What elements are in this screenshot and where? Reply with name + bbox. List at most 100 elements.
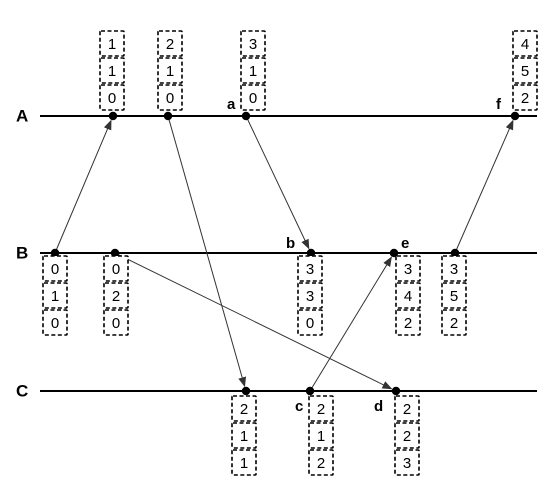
clock-cell bbox=[308, 449, 334, 476]
clock-value: 1 bbox=[166, 63, 174, 80]
clock-cell bbox=[512, 57, 538, 84]
clock-value: 3 bbox=[450, 261, 458, 278]
event-dot-b1 bbox=[50, 248, 60, 258]
clock-cell bbox=[99, 57, 125, 84]
vector-clock-c3: 2 2 3 bbox=[394, 395, 420, 476]
event-dot-c1 bbox=[241, 386, 251, 396]
event-dot-b2 bbox=[110, 248, 120, 258]
clock-value: 2 bbox=[317, 401, 325, 418]
event-dot-a1 bbox=[108, 111, 118, 121]
clock-cell bbox=[157, 57, 183, 84]
clock-value: 3 bbox=[249, 36, 257, 53]
clock-value: 1 bbox=[51, 288, 59, 305]
clock-value: 3 bbox=[306, 261, 314, 278]
clock-cell bbox=[512, 30, 538, 57]
clock-cell bbox=[240, 57, 266, 84]
vector-clock-a4: 4 5 2 bbox=[512, 30, 538, 111]
clock-cell bbox=[394, 422, 420, 449]
clock-cell bbox=[441, 282, 467, 309]
clock-value: 4 bbox=[404, 288, 412, 305]
clock-cell bbox=[297, 282, 323, 309]
clock-cell bbox=[394, 395, 420, 422]
message-arrow-a2-to-c1 bbox=[167, 115, 247, 388]
clock-cell bbox=[394, 449, 420, 476]
clock-value: 2 bbox=[403, 401, 411, 418]
vector-clock-b3: 330 bbox=[297, 255, 323, 336]
process-label-b: B bbox=[16, 244, 28, 263]
vector-clock-c2: 212 bbox=[308, 395, 334, 476]
vector-clock-c1: 2 1 1 bbox=[231, 395, 257, 476]
clock-value: 2 bbox=[521, 90, 529, 107]
clock-cell bbox=[308, 422, 334, 449]
message-arrow-a3-to-b3 bbox=[245, 115, 310, 250]
clock-cell bbox=[157, 84, 183, 111]
event-label-f: f bbox=[496, 96, 502, 113]
clock-value: 0 bbox=[112, 261, 120, 278]
clock-cell bbox=[157, 30, 183, 57]
event-label-b: b bbox=[286, 235, 295, 252]
clock-cell bbox=[103, 309, 129, 336]
clock-cell bbox=[42, 255, 68, 282]
vector-clock-b2: 0 2 0 bbox=[103, 255, 129, 336]
event-dot-a3 bbox=[241, 111, 251, 121]
event-label-c: c bbox=[295, 398, 303, 415]
event-dot-b5 bbox=[450, 248, 460, 258]
clock-value: 0 bbox=[112, 315, 120, 332]
vector-clock-a1: 1 1 0 bbox=[99, 30, 125, 111]
clock-cell bbox=[297, 309, 323, 336]
clock-cell bbox=[240, 84, 266, 111]
clock-cell bbox=[231, 395, 257, 422]
clock-cell bbox=[297, 255, 323, 282]
clock-cell bbox=[395, 282, 421, 309]
event-label-a: a bbox=[227, 96, 236, 113]
clock-value: 5 bbox=[521, 63, 529, 80]
clock-cell bbox=[240, 30, 266, 57]
clock-value: 2 bbox=[403, 428, 411, 445]
process-label-c: C bbox=[16, 382, 28, 401]
clock-value: 4 bbox=[521, 36, 529, 53]
clock-cell bbox=[441, 309, 467, 336]
clock-cell bbox=[395, 255, 421, 282]
clock-value: 0 bbox=[51, 261, 59, 278]
clock-value: 0 bbox=[108, 90, 116, 107]
clock-value: 2 bbox=[404, 315, 412, 332]
clock-value: 3 bbox=[404, 261, 412, 278]
clock-cell bbox=[231, 449, 257, 476]
events-group bbox=[50, 111, 520, 396]
clock-value: 2 bbox=[112, 288, 120, 305]
clock-value: 2 bbox=[166, 36, 174, 53]
clock-value: 0 bbox=[166, 90, 174, 107]
clock-value: 1 bbox=[317, 428, 325, 445]
clock-value: 1 bbox=[240, 455, 248, 472]
event-dot-c3 bbox=[391, 386, 401, 396]
event-dot-a4 bbox=[510, 111, 520, 121]
event-dot-b4 bbox=[389, 248, 399, 258]
clock-value: 3 bbox=[403, 455, 411, 472]
clock-value: 0 bbox=[249, 90, 257, 107]
clock-value: 1 bbox=[240, 428, 248, 445]
clock-cell bbox=[308, 395, 334, 422]
vector-clock-a3: 3 1 0 bbox=[240, 30, 266, 111]
event-dot-b3 bbox=[306, 248, 316, 258]
vector-clock-b5: 352 bbox=[441, 255, 467, 336]
clock-value: 2 bbox=[240, 401, 248, 418]
event-label-d: d bbox=[374, 398, 383, 415]
vector-clock-b4: 3 4 2 bbox=[395, 255, 421, 336]
vector-clock-b1: 010 bbox=[42, 255, 68, 336]
messages-group bbox=[54, 115, 514, 392]
clock-value: 1 bbox=[108, 36, 116, 53]
clock-value: 1 bbox=[108, 63, 116, 80]
clock-value: 0 bbox=[306, 315, 314, 332]
clock-value: 1 bbox=[249, 63, 257, 80]
clock-cell bbox=[395, 309, 421, 336]
message-arrow-b2-to-c3 bbox=[114, 252, 393, 390]
clock-cell bbox=[231, 422, 257, 449]
clock-cell bbox=[99, 84, 125, 111]
clock-cell bbox=[42, 282, 68, 309]
event-dot-c2 bbox=[305, 386, 315, 396]
clock-value: 2 bbox=[450, 315, 458, 332]
clock-cell bbox=[42, 309, 68, 336]
clock-cell bbox=[441, 255, 467, 282]
